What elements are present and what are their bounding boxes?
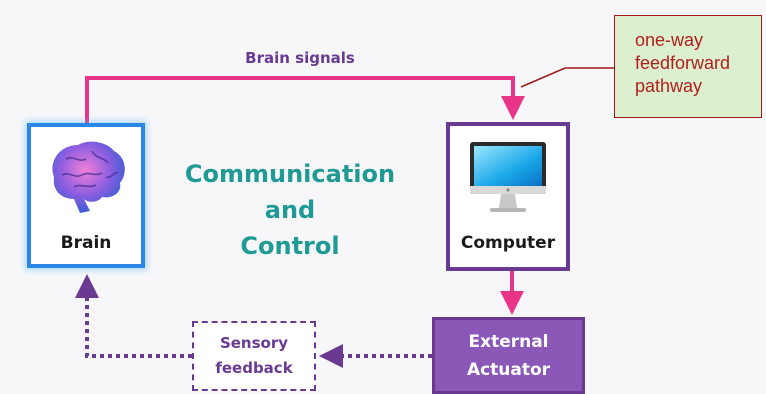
center-title-line2: and [264, 196, 316, 224]
callout-leader-line [520, 67, 614, 88]
monitor-icon [470, 142, 546, 212]
center-title-line1: Communication [184, 160, 396, 188]
brain-signals-label: Brain signals [245, 49, 355, 67]
actuator-label-line1: External [468, 331, 549, 352]
brain-signals-arrow [85, 76, 525, 123]
center-title-line3: Control [240, 232, 340, 260]
sensory-feedback-node: Sensory feedback [192, 321, 316, 391]
brain-label: Brain [60, 233, 112, 253]
feedback-to-brain-arrow [75, 274, 192, 358]
computer-label: Computer [460, 233, 556, 253]
brain-icon [52, 141, 125, 213]
callout-line1: one-way [635, 30, 704, 50]
actuator-label-line2: Actuator [466, 359, 551, 380]
feedback-label-line2: feedback [215, 359, 293, 377]
callout-line2: feedforward [635, 53, 731, 73]
feedforward-callout: one-way feedforward pathway [614, 15, 762, 118]
computer-node: Computer [446, 122, 570, 271]
brain-node: Brain [27, 123, 145, 268]
feedback-label-line1: Sensory [219, 334, 289, 352]
center-title: Communication and Control [180, 156, 400, 264]
actuator-node: External Actuator [432, 317, 585, 394]
callout-line3: pathway [635, 76, 703, 96]
